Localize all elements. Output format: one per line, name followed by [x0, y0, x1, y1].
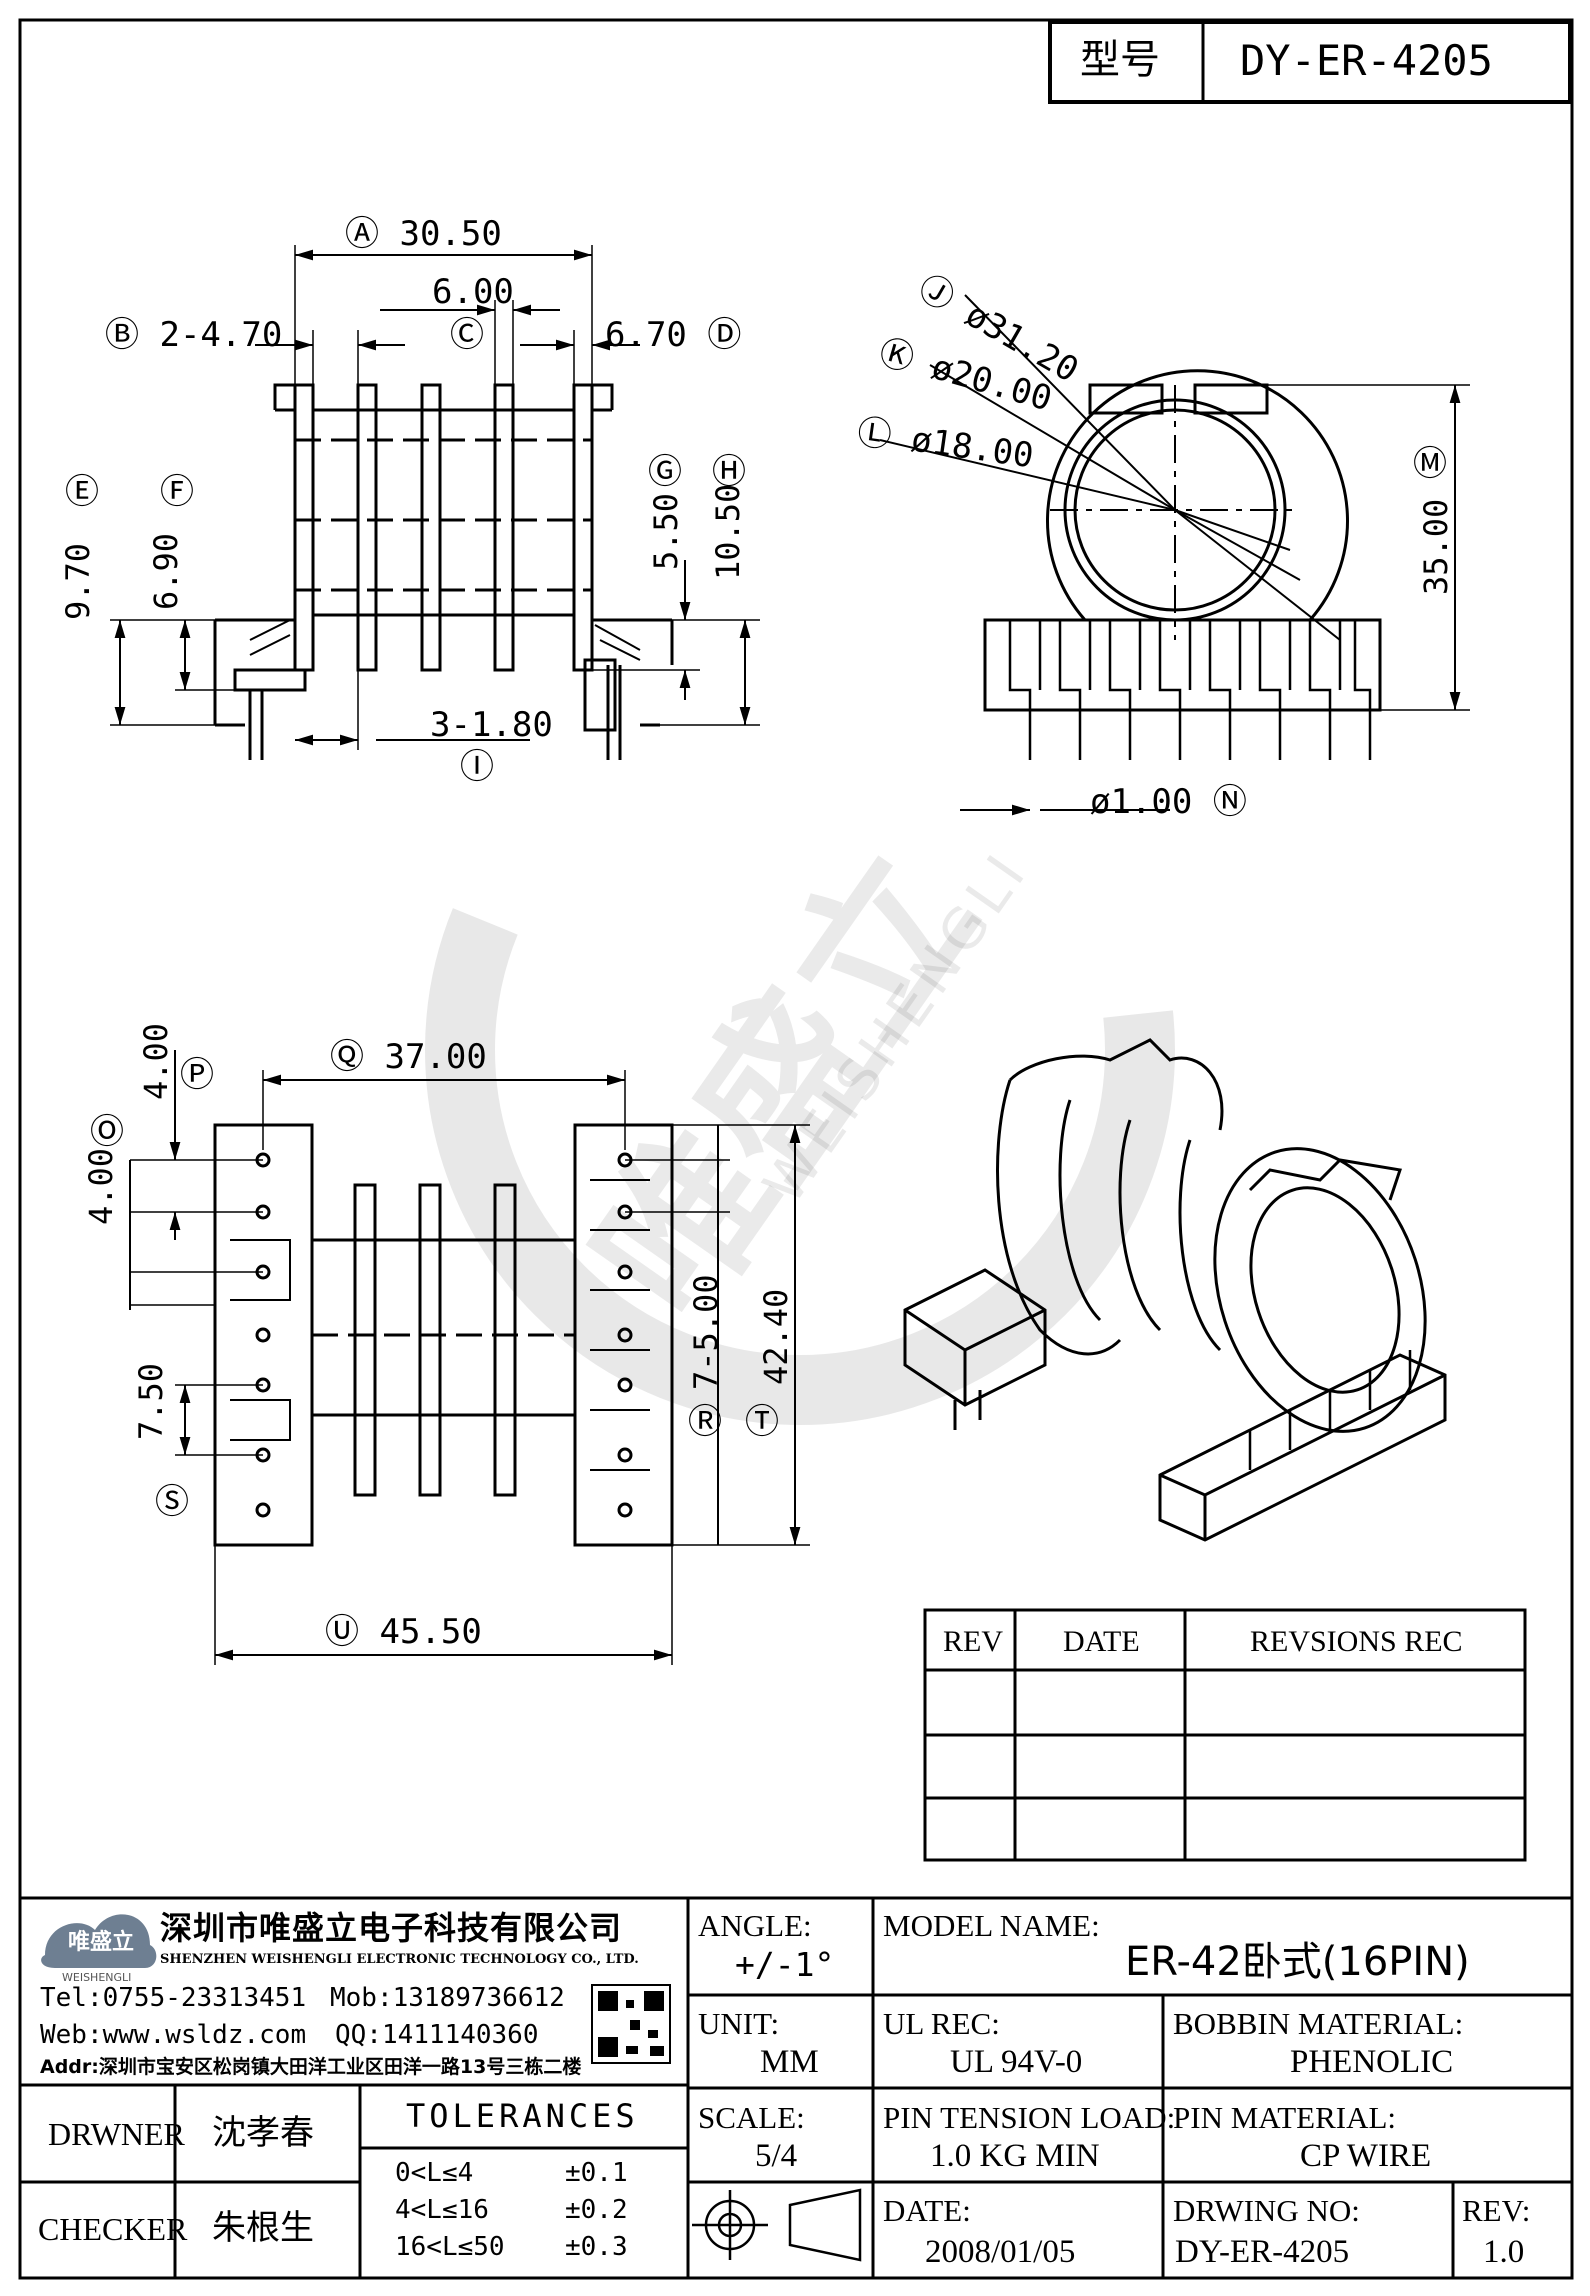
dim-g-value: 5.50 [647, 492, 685, 570]
model-name-value: ER-42卧式(16PIN) [1125, 1939, 1470, 1985]
checker-label: CHECKER [38, 2211, 188, 2247]
dim-o-value: 4.00 [82, 1147, 120, 1225]
unit-value: MM [760, 2044, 819, 2080]
drawer-label: DRWNER [48, 2116, 185, 2152]
title-block-grid [20, 1896, 1572, 2278]
dim-u-value: 45.50 [379, 1612, 482, 1652]
company-logo-icon [41, 1914, 157, 1968]
company-qq: QQ:1411140360 [335, 2020, 539, 2050]
side-view [879, 294, 1470, 816]
company-name-cn: 深圳市唯盛立电子科技有限公司 [160, 1909, 623, 1947]
dim-o-label: Ⓞ [90, 1112, 124, 1152]
ul-rec-value: UL 94V-0 [950, 2044, 1083, 2080]
tolerance-range-1: 0<L≤4 [395, 2158, 474, 2188]
company-logo-text: 唯盛立 [68, 1930, 135, 1955]
dim-a-label: Ⓐ 30.50 [345, 214, 502, 254]
bottom-view [129, 1050, 810, 1665]
dim-r-label: Ⓡ [688, 1402, 722, 1442]
unit-label: UNIT: [698, 2006, 780, 2041]
drwing-no-label: DRWING NO: [1173, 2193, 1360, 2228]
company-tel: Tel:0755-23313451 [40, 1983, 307, 2013]
tolerances-label: TOLERANCES [406, 2097, 639, 2135]
dim-c-marker: Ⓒ [450, 315, 484, 355]
pin-tension-label: PIN TENSION LOAD: [883, 2100, 1176, 2135]
watermark-logo [425, 675, 1175, 1425]
model-box [1048, 20, 1572, 104]
bobbin-material-value: PHENOLIC [1290, 2044, 1454, 2080]
dim-i-value: 3-1.80 [430, 705, 553, 745]
scale-value: 5/4 [755, 2138, 798, 2174]
qr-code-icon [591, 1984, 671, 2064]
company-mob: Mob:13189736612 [330, 1983, 565, 2013]
model-number: DY-ER-4205 [1240, 36, 1493, 85]
pin-tension-value: 1.0 KG MIN [930, 2138, 1100, 2174]
angle-value: +/-1° [735, 1945, 835, 1984]
company-web: Web:www.wsldz.com [40, 2020, 307, 2050]
tolerance-range-3: 16<L≤50 [395, 2232, 505, 2262]
projection-symbol-icon [692, 2188, 862, 2262]
drwing-no-value: DY-ER-4205 [1175, 2234, 1350, 2270]
front-view [110, 245, 760, 760]
dim-h-value: 10.50 [709, 483, 747, 580]
tolerance-value-3: ±0.3 [565, 2232, 628, 2262]
tolerance-range-2: 4<L≤16 [395, 2195, 489, 2225]
rev-header-revisions: REVSIONS REC [1250, 1625, 1463, 1658]
dim-e-value: 9.70 [59, 542, 97, 620]
rev-label: REV: [1462, 2193, 1531, 2228]
company-logo-sub: WEISHENGLI [62, 1971, 132, 1984]
dim-e-label: Ⓔ [65, 472, 99, 512]
dim-n-value: ø1.00 [1090, 782, 1193, 822]
dim-f-label: Ⓕ [160, 472, 194, 512]
rev-header-rev: REV [943, 1625, 1003, 1658]
company-name-en: SHENZHEN WEISHENGLI ELECTRONIC TECHNOLOG… [160, 1952, 639, 1967]
dim-n-label: ø1.00 Ⓝ [1090, 782, 1247, 822]
dim-p-label: Ⓟ [180, 1055, 214, 1095]
dim-m-label: Ⓜ [1413, 444, 1447, 484]
dim-a-value: 30.50 [399, 214, 502, 254]
pin-material-label: PIN MATERIAL: [1173, 2100, 1397, 2135]
drawer-name: 沈孝春 [212, 2113, 314, 2153]
tolerance-value-2: ±0.2 [565, 2195, 628, 2225]
isometric-view [903, 1038, 1447, 1542]
rev-header-date: DATE [1063, 1625, 1140, 1658]
dim-h-label: Ⓗ [712, 452, 746, 492]
dim-d-value: 6.70 [605, 315, 687, 355]
date-value: 2008/01/05 [925, 2234, 1076, 2270]
revision-table-grid [923, 1608, 1527, 1862]
dim-b-label: Ⓑ 2-4.70 [105, 315, 283, 355]
scale-label: SCALE: [698, 2100, 805, 2135]
dim-p-value: 4.00 [137, 1022, 175, 1100]
dim-d-label: 6.70 Ⓓ [605, 315, 742, 355]
angle-label: ANGLE: [698, 1908, 812, 1943]
bobbin-material-label: BOBBIN MATERIAL: [1173, 2006, 1464, 2041]
rev-value: 1.0 [1483, 2234, 1525, 2270]
dim-g-label: Ⓖ [648, 452, 682, 492]
dim-b-value: 2-4.70 [159, 315, 283, 355]
dim-m-value: 35.00 [1417, 498, 1455, 595]
model-label: 型号 [1080, 37, 1160, 83]
dim-q-value: 37.00 [384, 1037, 487, 1077]
dim-c-value: 6.00 [432, 272, 514, 312]
dim-s-value: 7.50 [132, 1362, 170, 1440]
dim-t-value: 42.40 [757, 1288, 795, 1385]
dim-s-label: Ⓢ [155, 1482, 189, 1522]
dim-u-label: Ⓤ 45.50 [325, 1612, 482, 1652]
ul-rec-label: UL REC: [883, 2006, 1000, 2041]
dim-q-label: Ⓠ 37.00 [330, 1037, 487, 1077]
dim-t-label: Ⓣ [745, 1402, 779, 1442]
company-address: Addr:深圳市宝安区松岗镇大田洋工业区田洋一路13号三栋二楼 [40, 2056, 582, 2078]
date-label: DATE: [883, 2193, 971, 2228]
tolerance-value-1: ±0.1 [565, 2158, 628, 2188]
pin-material-value: CP WIRE [1300, 2138, 1432, 2174]
checker-name: 朱根生 [212, 2208, 314, 2248]
dim-i-marker: Ⓘ [460, 747, 494, 787]
dim-f-value: 6.90 [147, 532, 185, 610]
sheet-border [18, 18, 1574, 2280]
model-name-label: MODEL NAME: [883, 1908, 1100, 1943]
